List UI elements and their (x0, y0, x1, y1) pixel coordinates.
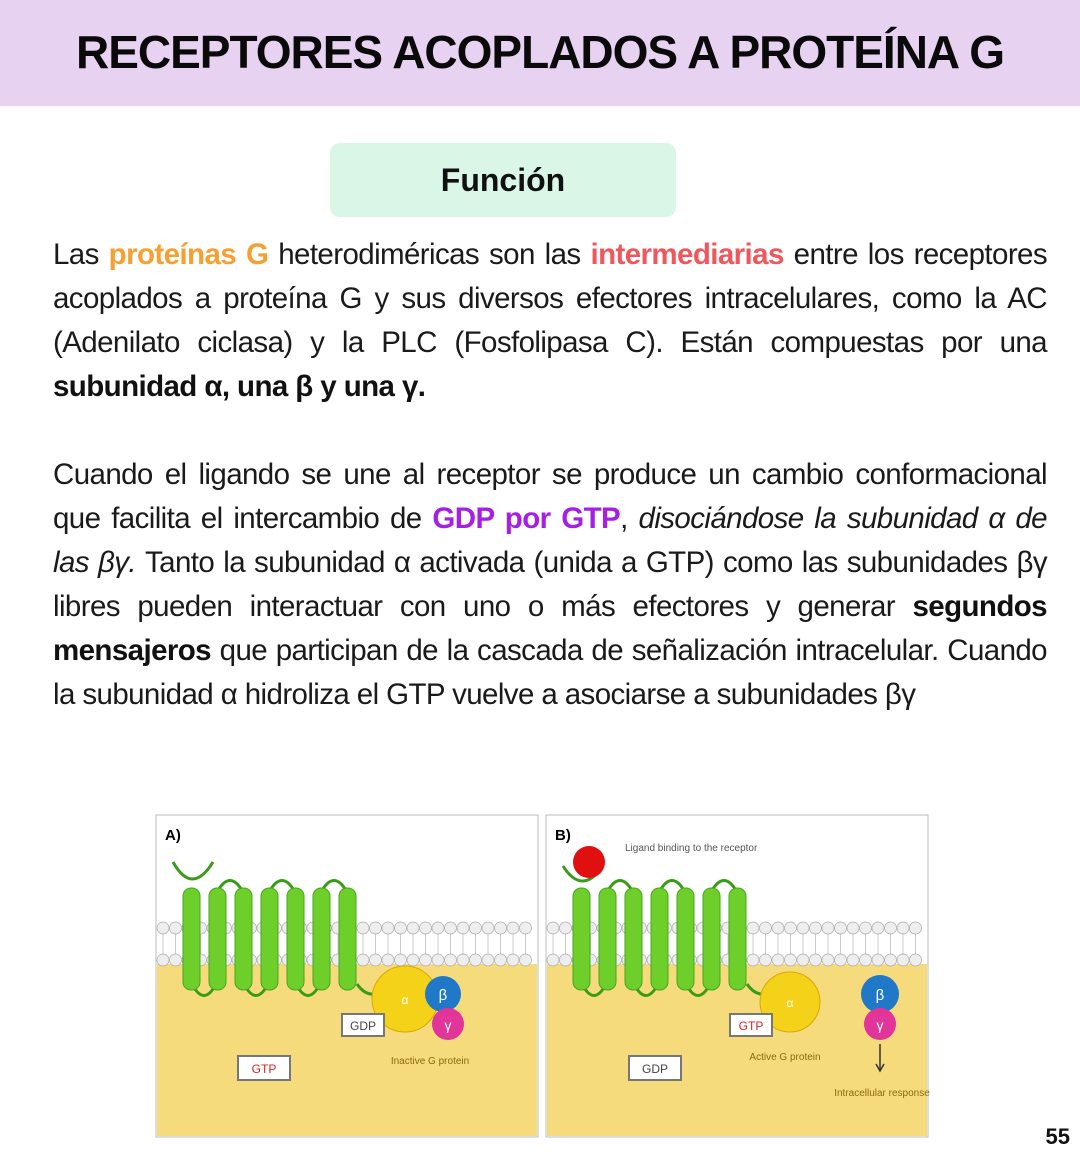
page-number: 55 (1045, 1124, 1070, 1149)
paragraph-1: Las proteínas G heterodiméricas son las … (53, 233, 1048, 409)
highlight-proteinas-g: proteínas G (108, 238, 269, 271)
panel-a: A) α β γ GDP GTP Inactive G protein (155, 814, 539, 1138)
panel-a-label: A) (165, 827, 181, 844)
italic-text: disociándose la subunidad α de las βγ. (53, 502, 1048, 579)
title-bar: RECEPTORES ACOPLADOS A PROTEÍNA G (0, 0, 1080, 106)
gdp-box (341, 1013, 385, 1037)
gtp-label: GTP (739, 1019, 764, 1033)
gamma-subunit (864, 1008, 896, 1040)
gamma-label: γ (877, 1017, 884, 1033)
alpha-label: α (787, 996, 794, 1010)
text: que participan de la cascada de señaliza… (53, 634, 1048, 711)
text: , (620, 502, 639, 535)
paragraph-2: Cuando el ligando se une al receptor se … (53, 453, 1048, 717)
beta-label: β (876, 987, 885, 1004)
gtp-box (729, 1013, 773, 1037)
cytoplasm (157, 964, 537, 1136)
highlight-segundos-mensajeros: segundos mensajeros (53, 590, 1048, 667)
binding-site (171, 861, 215, 881)
active-caption: Active G protein (749, 1052, 820, 1063)
gamma-subunit (432, 1008, 464, 1040)
ligand (573, 846, 605, 878)
gdp-label: GDP (350, 1019, 376, 1033)
text: Cuando el ligando se une al receptor se … (53, 458, 1048, 535)
text: entre los receptores acoplados a proteín… (53, 238, 1048, 359)
alpha-label: α (402, 993, 409, 1007)
receptor (572, 879, 768, 997)
receptor (182, 879, 378, 997)
beta-label: β (439, 987, 448, 1004)
ligand-caption: Ligand binding to the receptor (625, 843, 758, 854)
response-caption: Intracellular response (834, 1088, 930, 1099)
highlight-subunidades: subunidad α, una β y una γ. (53, 370, 426, 403)
inactive-caption: Inactive G protein (391, 1056, 469, 1067)
gamma-label: γ (445, 1017, 452, 1033)
g-protein-figure: A) α β γ GDP GTP Inactive G protein B) L… (155, 814, 930, 1138)
text: Las (53, 238, 109, 271)
beta-subunit (425, 976, 461, 1012)
beta-subunit (861, 975, 899, 1013)
text: Tanto la subunidad α activada (unida a G… (53, 546, 1048, 623)
gdp-box (628, 1055, 682, 1081)
highlight-intermediarias: intermediarias (590, 238, 784, 271)
text: heterodiméricas son las (268, 238, 591, 271)
panel-b-label: B) (555, 827, 571, 844)
arrow-head (875, 1063, 885, 1073)
gdp-label: GDP (642, 1062, 668, 1076)
section-label: Función (330, 143, 676, 217)
highlight-gdp-gtp: GDP por GTP (432, 502, 621, 535)
panel-b: B) Ligand binding to the receptor α β γ … (545, 814, 930, 1138)
gtp-box (237, 1055, 291, 1081)
alpha-subunit (759, 971, 821, 1033)
gtp-label: GTP (252, 1062, 277, 1076)
page-title: RECEPTORES ACOPLADOS A PROTEÍNA G (76, 26, 1005, 78)
